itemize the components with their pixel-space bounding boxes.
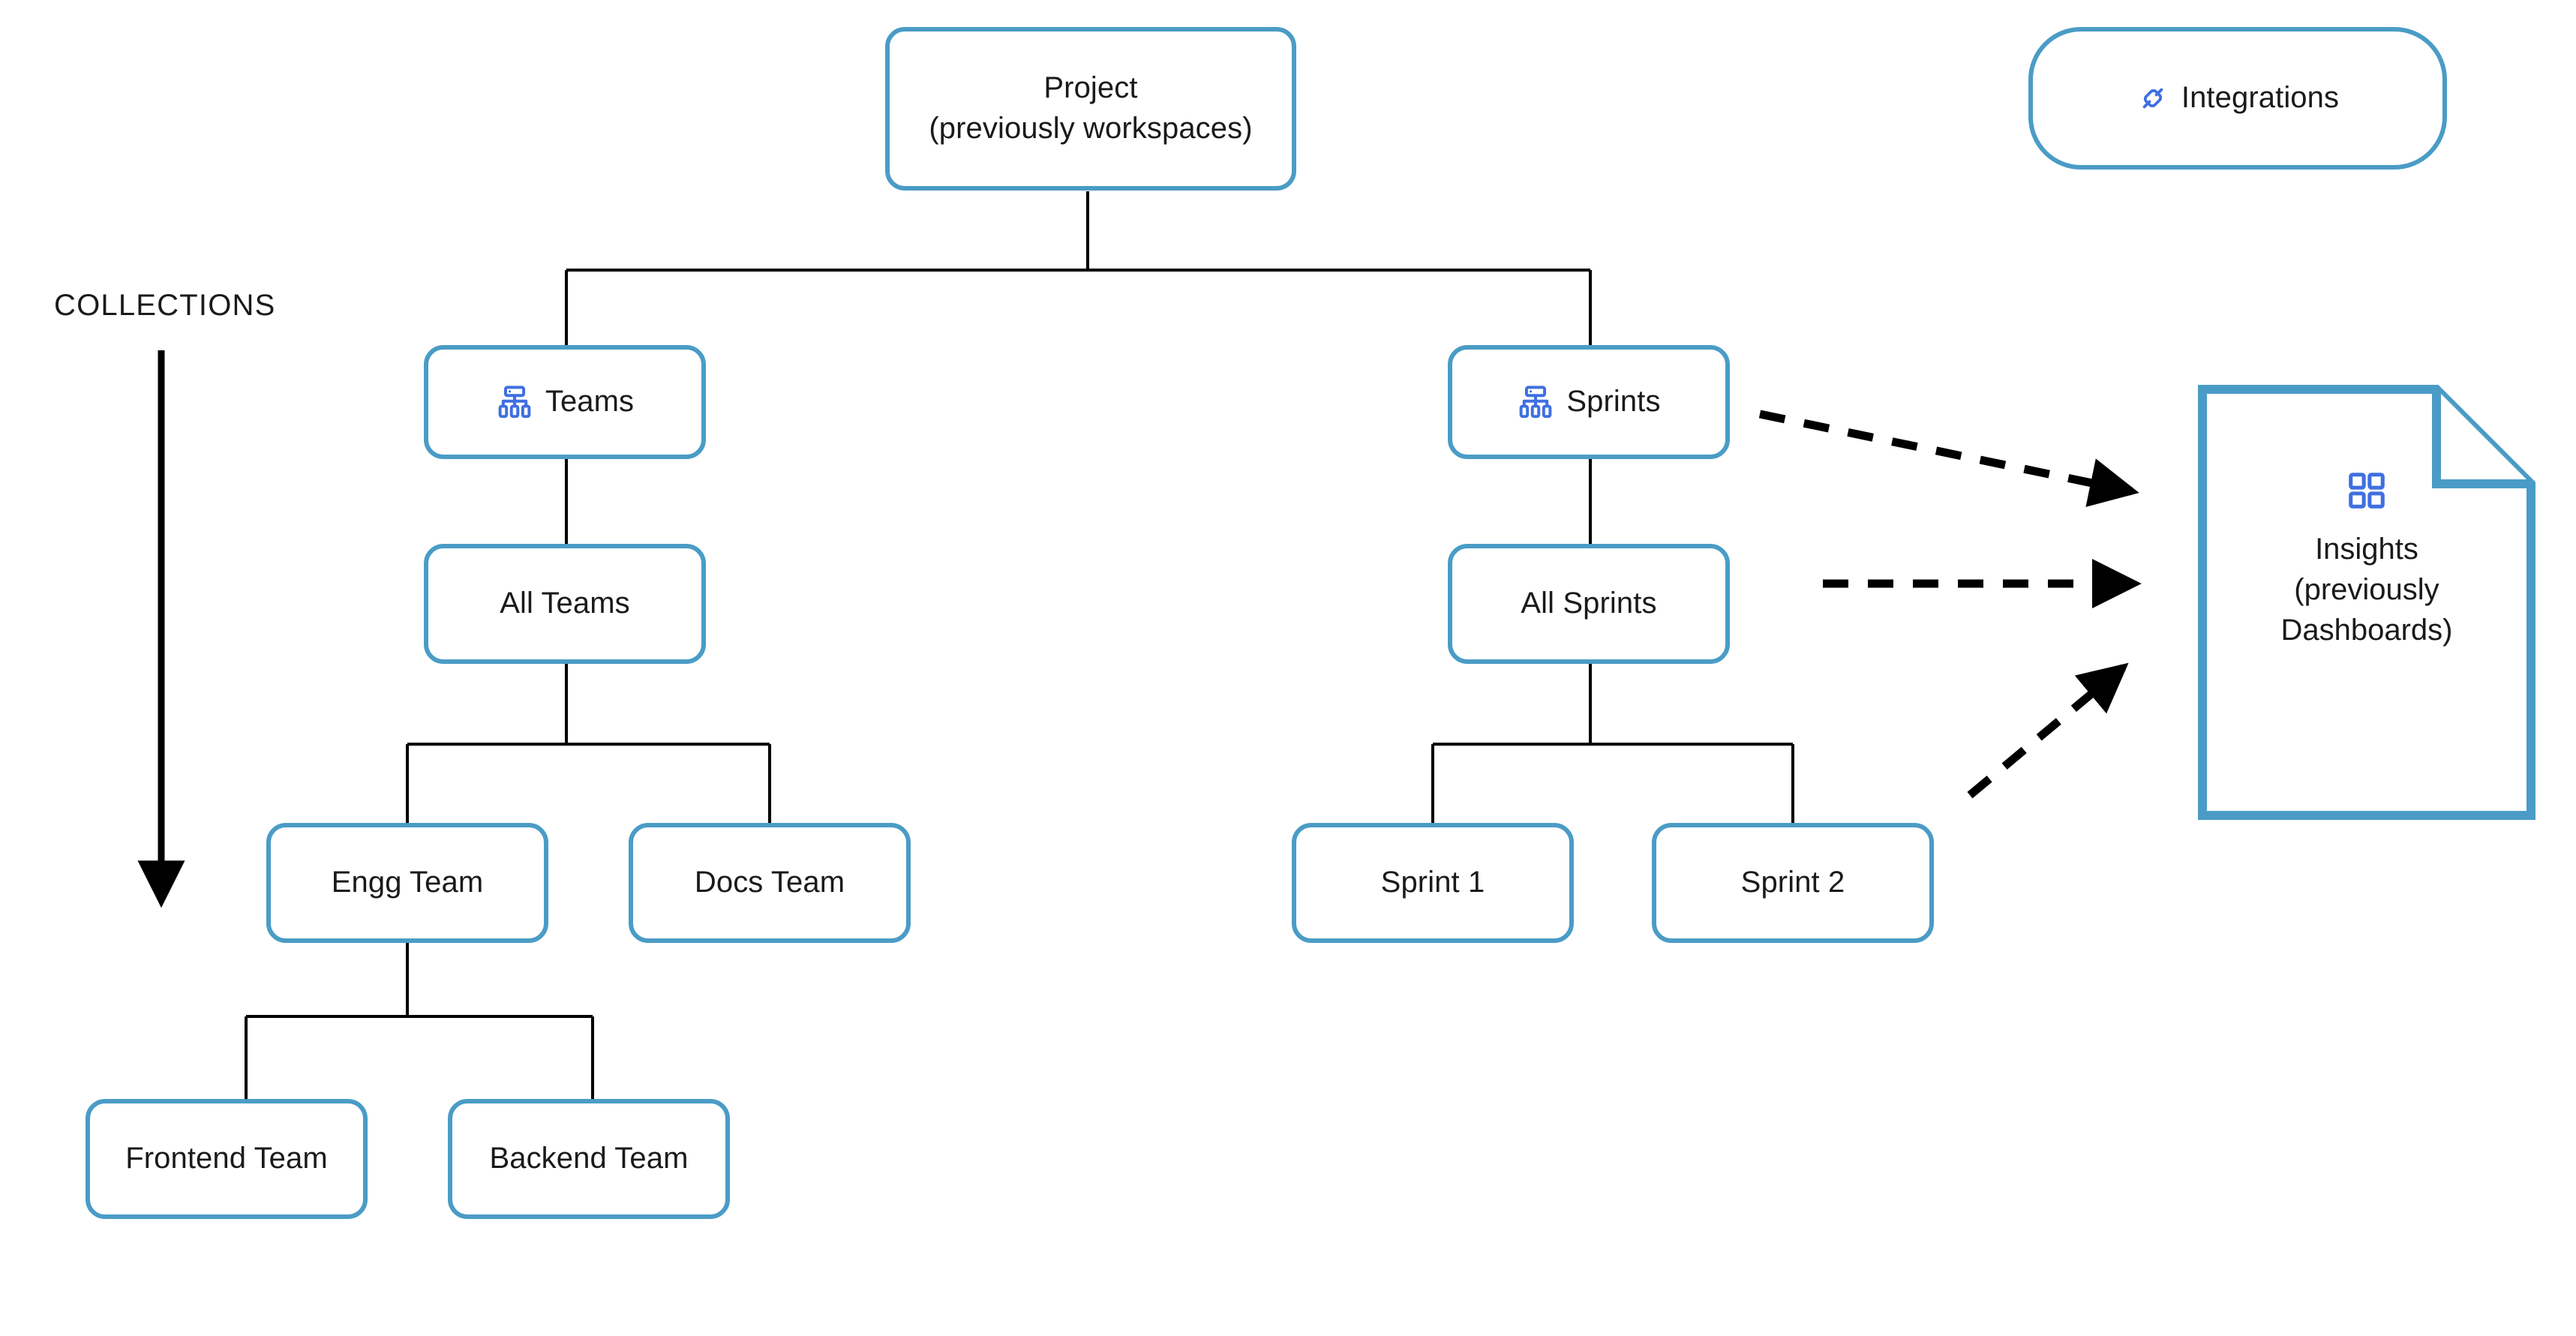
node-sprints-label: Sprints [1566, 385, 1661, 419]
node-integrations[interactable]: Integrations [2028, 27, 2447, 170]
node-all-teams[interactable]: All Teams [424, 544, 706, 664]
node-sprint-1[interactable]: Sprint 1 [1292, 823, 1574, 943]
node-backend-team[interactable]: Backend Team [448, 1099, 730, 1219]
node-sprints[interactable]: Sprints [1448, 345, 1730, 459]
node-engg-team[interactable]: Engg Team [266, 823, 548, 943]
node-teams[interactable]: Teams [424, 345, 706, 459]
node-sprint-2[interactable]: Sprint 2 [1652, 823, 1934, 943]
edge-sprint2-insights-dashed [1967, 662, 2129, 799]
node-docs-team-label: Docs Team [694, 866, 845, 899]
node-sprint-2-label: Sprint 2 [1740, 866, 1845, 899]
collections-section-label: COLLECTIONS [54, 289, 276, 322]
node-sprint-1-label: Sprint 1 [1380, 866, 1485, 899]
node-backend-team-label: Backend Team [489, 1142, 689, 1175]
node-insights-label: Insights (previously Dashboards) [2280, 533, 2453, 647]
document-shape [2198, 385, 2535, 820]
node-project-label: Project (previously workspaces) [929, 71, 1253, 145]
node-engg-team-label: Engg Team [331, 866, 484, 899]
node-all-sprints-label: All Sprints [1521, 587, 1657, 620]
node-teams-label: Teams [545, 385, 635, 419]
node-docs-team[interactable]: Docs Team [629, 823, 911, 943]
node-all-sprints[interactable]: All Sprints [1448, 544, 1730, 664]
node-frontend-team[interactable]: Frontend Team [86, 1099, 368, 1219]
node-all-teams-label: All Teams [500, 587, 630, 620]
node-insights[interactable]: Insights (previously Dashboards) [2198, 385, 2535, 820]
org-hierarchy-icon [1517, 383, 1554, 421]
edge-sprints-insights-dashed [1758, 410, 2139, 507]
node-frontend-team-label: Frontend Team [125, 1142, 328, 1175]
dashboard-grid-icon [2345, 469, 2388, 512]
node-project[interactable]: Project (previously workspaces) [885, 27, 1296, 191]
plug-connector-icon [2136, 82, 2169, 115]
org-hierarchy-icon [496, 383, 533, 421]
node-integrations-label: Integrations [2181, 81, 2340, 115]
